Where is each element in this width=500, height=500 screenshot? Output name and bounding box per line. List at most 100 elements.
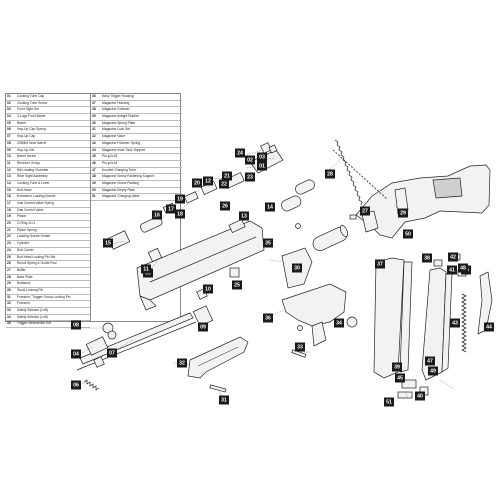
legend-number: 37 xyxy=(92,100,96,105)
legend-label: Bill Loading Chamber xyxy=(17,167,49,172)
receiver-part xyxy=(136,218,265,311)
svg-text:29: 29 xyxy=(400,210,406,216)
svg-text:37: 37 xyxy=(377,261,383,267)
svg-text:09: 09 xyxy=(200,324,206,330)
cocking-tube-part xyxy=(281,179,315,229)
legend-number: 46 xyxy=(92,160,96,165)
legend-number: 39 xyxy=(92,114,96,119)
legend-number: 40 xyxy=(92,120,96,125)
legend-label: Magazine Airtight Rubber xyxy=(102,114,140,119)
callout-22: 22 xyxy=(219,179,229,189)
legend-label: Safety Selector (Left) xyxy=(17,314,48,319)
legend-number: 20 xyxy=(7,221,11,226)
svg-text:36: 36 xyxy=(265,315,271,321)
legend-label: Trigger Mechanism Set xyxy=(17,321,51,326)
svg-text:27: 27 xyxy=(362,208,368,214)
svg-text:34: 34 xyxy=(336,320,342,326)
callout-28: 28 xyxy=(325,169,335,179)
svg-text:23: 23 xyxy=(247,174,253,180)
legend-label: Forearm xyxy=(17,301,30,306)
legend-number: 41 xyxy=(92,127,96,132)
trigger-group-part xyxy=(281,247,358,358)
magazine-part xyxy=(373,253,467,399)
legend-label: Forearm / Trigger Group Locking Pin xyxy=(17,294,71,299)
callout-34: 34 xyxy=(334,318,344,328)
legend-label: Pin φ2×18 xyxy=(102,154,118,159)
legend-row: 44 Magazine Inner Tank Support xyxy=(91,148,182,155)
legend-label: Magazine Charging Valve xyxy=(102,194,140,199)
legend-number: 03 xyxy=(7,107,11,112)
legend-number: 34 xyxy=(7,314,11,319)
forearm-pin-part xyxy=(209,384,227,393)
callout-09: 09 xyxy=(198,322,208,332)
svg-text:22: 22 xyxy=(221,181,227,187)
svg-text:35: 35 xyxy=(265,240,271,246)
legend-label: Bolt Carrier xyxy=(17,247,34,252)
callout-32: 32 xyxy=(177,358,187,368)
legend-number: 49 xyxy=(92,180,96,185)
legend-label: Safety Selector (Left) xyxy=(17,308,48,312)
legend-number: 19 xyxy=(7,214,11,219)
legend-label: Magazine Housing xyxy=(102,100,130,105)
callout-50: 50 xyxy=(403,229,413,239)
legend-number: 43 xyxy=(92,140,96,145)
legend-number: 48 xyxy=(92,174,96,179)
svg-text:39: 39 xyxy=(394,364,400,370)
svg-text:18: 18 xyxy=(177,211,183,217)
legend-label: O-Ring 11×1 xyxy=(17,221,36,226)
legend-number: 50 xyxy=(92,187,96,192)
svg-text:02: 02 xyxy=(247,157,253,163)
callout-08: 08 xyxy=(71,320,81,330)
recoil-spring-part xyxy=(332,139,388,206)
legend-number: 05 xyxy=(7,120,11,125)
legend-number: 18 xyxy=(7,207,11,212)
legend-label: Buffer xyxy=(17,267,26,272)
callout-37: 37 xyxy=(375,259,385,269)
callout-29: 29 xyxy=(398,208,408,218)
svg-text:08: 08 xyxy=(73,322,79,328)
legend-row: 35 Trigger Mechanism Set xyxy=(6,321,90,329)
legend-number: 14 xyxy=(7,180,11,185)
callout-47: 47 xyxy=(425,356,435,366)
legend-label: Pin φ2×24 xyxy=(102,160,118,165)
svg-text:40: 40 xyxy=(417,393,423,399)
callout-23: 23 xyxy=(245,172,255,182)
svg-text:45: 45 xyxy=(397,375,403,381)
legend-row: 20 O-Ring 11×1 xyxy=(6,221,90,228)
callout-19: 19 xyxy=(175,194,185,204)
callout-20: 20 xyxy=(192,178,202,188)
callout-42: 42 xyxy=(448,252,458,262)
callout-31: 31 xyxy=(219,395,229,405)
legend-number: 12 xyxy=(7,167,11,172)
legend-number: 35 xyxy=(7,321,11,326)
legend-label: Magazine Valve xyxy=(102,134,126,139)
callout-38: 38 xyxy=(422,253,432,263)
legend-number: 04 xyxy=(7,114,11,119)
legend-label: Knurled Charging Tube xyxy=(102,167,136,172)
legend-label: Hop-Up Cap Spring xyxy=(17,127,46,132)
callout-24: 24 xyxy=(235,148,245,158)
legend-number: 28 xyxy=(7,274,11,279)
callout-45: 45 xyxy=(395,373,405,383)
legend-number: 44 xyxy=(92,147,96,152)
callout-06: 06 xyxy=(71,380,81,390)
svg-text:32: 32 xyxy=(179,360,185,366)
svg-text:13: 13 xyxy=(241,213,247,219)
forearm-part xyxy=(187,336,249,379)
legend-label: Magazine Inner Tank Support xyxy=(102,147,146,152)
